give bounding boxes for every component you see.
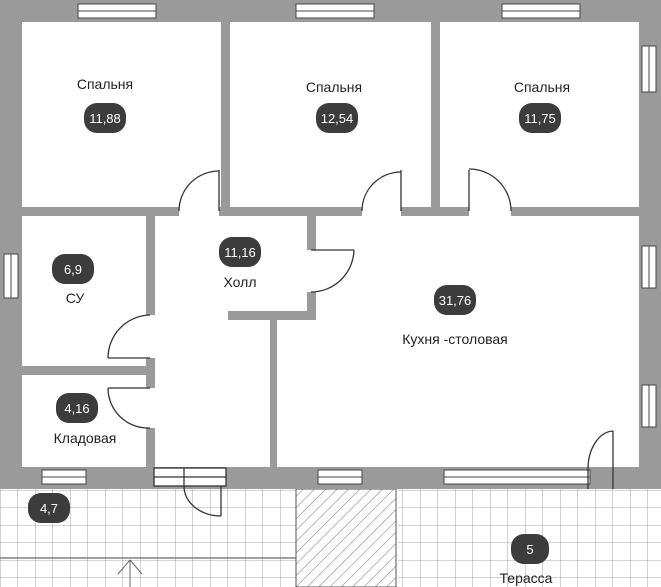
bedroom-2-label: Спальня — [305, 79, 363, 95]
window-right-3 — [641, 384, 657, 428]
bedroom-3-label: Спальня — [513, 79, 571, 95]
interior-walls — [14, 14, 646, 473]
window-left-1 — [3, 253, 19, 299]
exterior-walls — [0, 0, 661, 489]
bedroom-1-label: Спальня — [76, 76, 134, 92]
window-top-1 — [77, 3, 157, 19]
kitchen-label: Кухня -столовая — [402, 331, 508, 347]
window-bottom-3 — [443, 469, 591, 485]
steps-hatch — [295, 488, 397, 587]
hall-area-badge: 11,16 — [219, 237, 261, 267]
door-bedroom-3 — [468, 168, 512, 212]
bedroom-3-area-badge: 11,75 — [519, 103, 561, 133]
porch-area-badge: 4,7 — [28, 493, 70, 523]
door-bathroom — [107, 314, 151, 359]
windows — [3, 3, 657, 485]
bedroom-2-area-badge: 12,54 — [316, 103, 358, 133]
hall-label: Холл — [223, 274, 257, 290]
storage-area-badge: 4,16 — [56, 393, 98, 423]
bathroom-area-badge: 6,9 — [52, 254, 94, 284]
window-right-2 — [641, 245, 657, 289]
kitchen-area-badge: 31,76 — [434, 285, 476, 315]
door-hall-kitchen — [310, 249, 355, 293]
bedroom-1-area-badge: 11,88 — [84, 103, 126, 133]
doors — [107, 168, 614, 517]
window-top-2 — [295, 3, 375, 19]
porch-step-line — [0, 557, 296, 587]
door-kitchen-terrace — [587, 430, 614, 489]
window-top-3 — [501, 3, 581, 19]
terrace-area-badge: 5 — [511, 534, 549, 564]
door-bedroom-2 — [361, 170, 402, 212]
window-bottom-1 — [41, 469, 87, 485]
door-storage — [107, 387, 151, 429]
terrace-label: Терасса — [499, 570, 553, 586]
bathroom-label: СУ — [65, 290, 85, 306]
storage-label: Кладовая — [53, 430, 117, 446]
door-bedroom-1 — [178, 170, 220, 212]
window-bottom-2 — [317, 469, 363, 485]
window-right-1 — [641, 45, 657, 93]
entrance-door — [153, 467, 227, 517]
